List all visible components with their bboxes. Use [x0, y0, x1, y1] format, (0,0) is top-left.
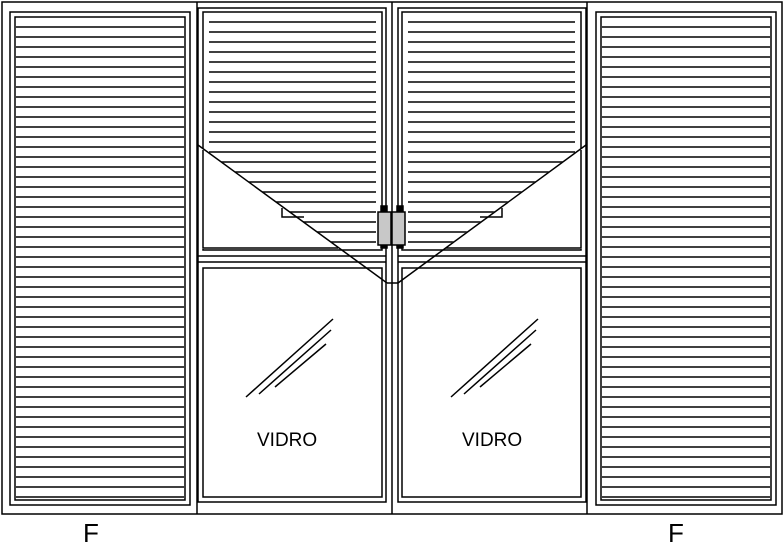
glass-hatch [258, 329, 332, 395]
fixed-panel-inner-frame [600, 16, 772, 501]
glass-panel-frame [401, 267, 582, 498]
glass-hatch [245, 318, 334, 398]
outer-frame [1, 1, 783, 515]
glass-frame-left [202, 150, 338, 249]
glass-hatch [463, 329, 537, 395]
glass-label-right: VIDRO [462, 430, 523, 451]
opening-line-left [197, 144, 388, 284]
glass-hatch [450, 318, 539, 398]
fixed-panel-frame [595, 11, 777, 506]
glass-hatch [479, 343, 532, 388]
sash-frames [9, 7, 777, 506]
louver-panel-frame [202, 11, 383, 251]
glass-hatch-marks [245, 318, 539, 398]
fixed-label-right: F [668, 518, 684, 545]
opening-indicator-lines [197, 144, 587, 284]
fixed-panel-inner-frame [14, 16, 186, 501]
glass-panel-frame [202, 267, 383, 498]
fixed-label-left: F [83, 518, 99, 545]
glass-label-left: VIDRO [257, 430, 318, 451]
latch-icon [377, 205, 406, 284]
glass-hatch [274, 343, 327, 388]
louver-panel-frame [401, 11, 582, 251]
sash-outer-frame [397, 7, 587, 503]
louver-slats [16, 21, 770, 498]
sash-outer-frame [197, 7, 387, 503]
opening-line-right [397, 144, 587, 284]
fixed-panel-frame [9, 11, 191, 506]
glass-frame-right [446, 150, 582, 249]
